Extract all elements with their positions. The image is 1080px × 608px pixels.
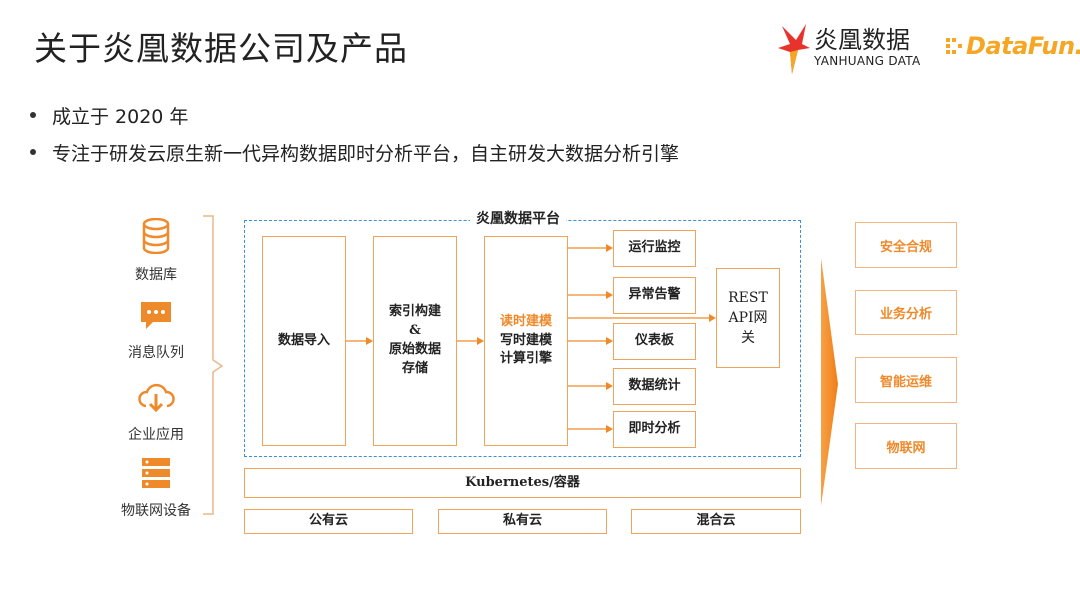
- bullet-dot: [30, 149, 36, 155]
- data-import-box: 数据导入: [262, 236, 346, 446]
- platform-title: 炎凰数据平台: [470, 208, 566, 228]
- message-icon: [141, 302, 171, 329]
- modeling-line: 计算引擎: [499, 351, 552, 367]
- modeling-line-highlight: 读时建模: [499, 313, 552, 329]
- capability-label: 智能运维: [879, 374, 932, 390]
- bullet-item: 专注于研发云原生新一代异构数据即时分析平台，自主研发大数据分析引擎: [30, 137, 679, 167]
- big-flow-arrow: [821, 258, 838, 506]
- rest-api-gateway-box: REST API网 关: [716, 268, 780, 368]
- datafun-logo-text: DataFun.: [966, 32, 1080, 60]
- yanhuang-logo-cn: 炎凰数据: [814, 26, 910, 54]
- index-storage-line: 原始数据: [388, 342, 441, 357]
- datafun-logo: DataFun.: [944, 30, 1080, 64]
- index-storage-box: 索引构建 & 原始数据 存储: [373, 236, 457, 446]
- source-message-queue: 消息队列: [106, 300, 206, 362]
- capability-box-iot: 物联网: [855, 423, 957, 469]
- function-label: 运行监控: [628, 240, 681, 256]
- index-storage-line: &: [409, 323, 421, 339]
- source-label: 数据库: [135, 267, 177, 283]
- cloud-box-private: 私有云: [438, 509, 607, 534]
- database-icon: [142, 217, 170, 255]
- gateway-line: REST: [728, 289, 768, 306]
- gateway-line: 关: [741, 330, 755, 347]
- cloud-box-public: 公有云: [244, 509, 413, 534]
- cloud-box-hybrid: 混合云: [631, 509, 801, 534]
- bullet-dot: [30, 112, 36, 118]
- phoenix-icon: [778, 24, 810, 74]
- cloud-label: 公有云: [308, 513, 348, 529]
- data-import-label: 数据导入: [277, 332, 330, 348]
- function-box-alerting: 异常告警: [613, 277, 696, 314]
- function-label: 数据统计: [628, 378, 681, 394]
- bullet-text: 成立于 2020 年: [52, 105, 189, 128]
- capability-label: 安全合规: [879, 239, 932, 255]
- index-storage-line: 存储: [401, 360, 428, 376]
- bullet-item: 成立于 2020 年: [30, 100, 679, 130]
- source-label: 消息队列: [128, 345, 184, 361]
- kubernetes-box: Kubernetes/容器: [244, 468, 801, 498]
- yanhuang-logo: 炎凰数据 YANHUANG DATA: [776, 14, 936, 76]
- page-title: 关于炎凰数据公司及产品: [34, 29, 408, 68]
- modeling-line: 写时建模: [499, 332, 552, 348]
- source-database: 数据库: [106, 217, 206, 284]
- function-box-instant-analysis: 即时分析: [613, 411, 696, 448]
- capability-box-aiops: 智能运维: [855, 357, 957, 403]
- source-label: 物联网设备: [121, 503, 191, 519]
- bullet-list: 成立于 2020 年 专注于研发云原生新一代异构数据即时分析平台，自主研发大数据…: [30, 100, 679, 174]
- yanhuang-logo-en: YANHUANG DATA: [814, 54, 921, 68]
- modeling-engine-box: 读时建模 写时建模 计算引擎: [484, 236, 568, 446]
- capability-label: 物联网: [886, 440, 926, 456]
- cloud-download-icon: [138, 383, 175, 413]
- index-storage-line: 索引构建: [388, 304, 441, 320]
- source-iot-device: 物联网设备: [106, 456, 206, 520]
- capability-label: 业务分析: [879, 307, 932, 322]
- function-box-statistics: 数据统计: [613, 368, 696, 405]
- kubernetes-label: Kubernetes/容器: [465, 474, 580, 490]
- capability-box-security: 安全合规: [855, 222, 957, 268]
- capability-box-business-analysis: 业务分析: [855, 290, 957, 335]
- source-label: 企业应用: [128, 427, 184, 443]
- gateway-line: API网: [728, 309, 768, 326]
- cloud-label: 混合云: [696, 513, 736, 529]
- function-label: 即时分析: [628, 421, 681, 437]
- function-box-monitoring: 运行监控: [613, 230, 696, 267]
- server-icon: [142, 458, 170, 488]
- source-enterprise-app: 企业应用: [106, 382, 206, 444]
- cloud-label: 私有云: [502, 513, 542, 529]
- bullet-text: 专注于研发云原生新一代异构数据即时分析平台，自主研发大数据分析引擎: [52, 142, 680, 165]
- datafun-mark-icon: [946, 38, 962, 54]
- function-box-dashboard: 仪表板: [613, 323, 696, 360]
- function-label: 仪表板: [634, 333, 674, 349]
- function-label: 异常告警: [628, 287, 681, 303]
